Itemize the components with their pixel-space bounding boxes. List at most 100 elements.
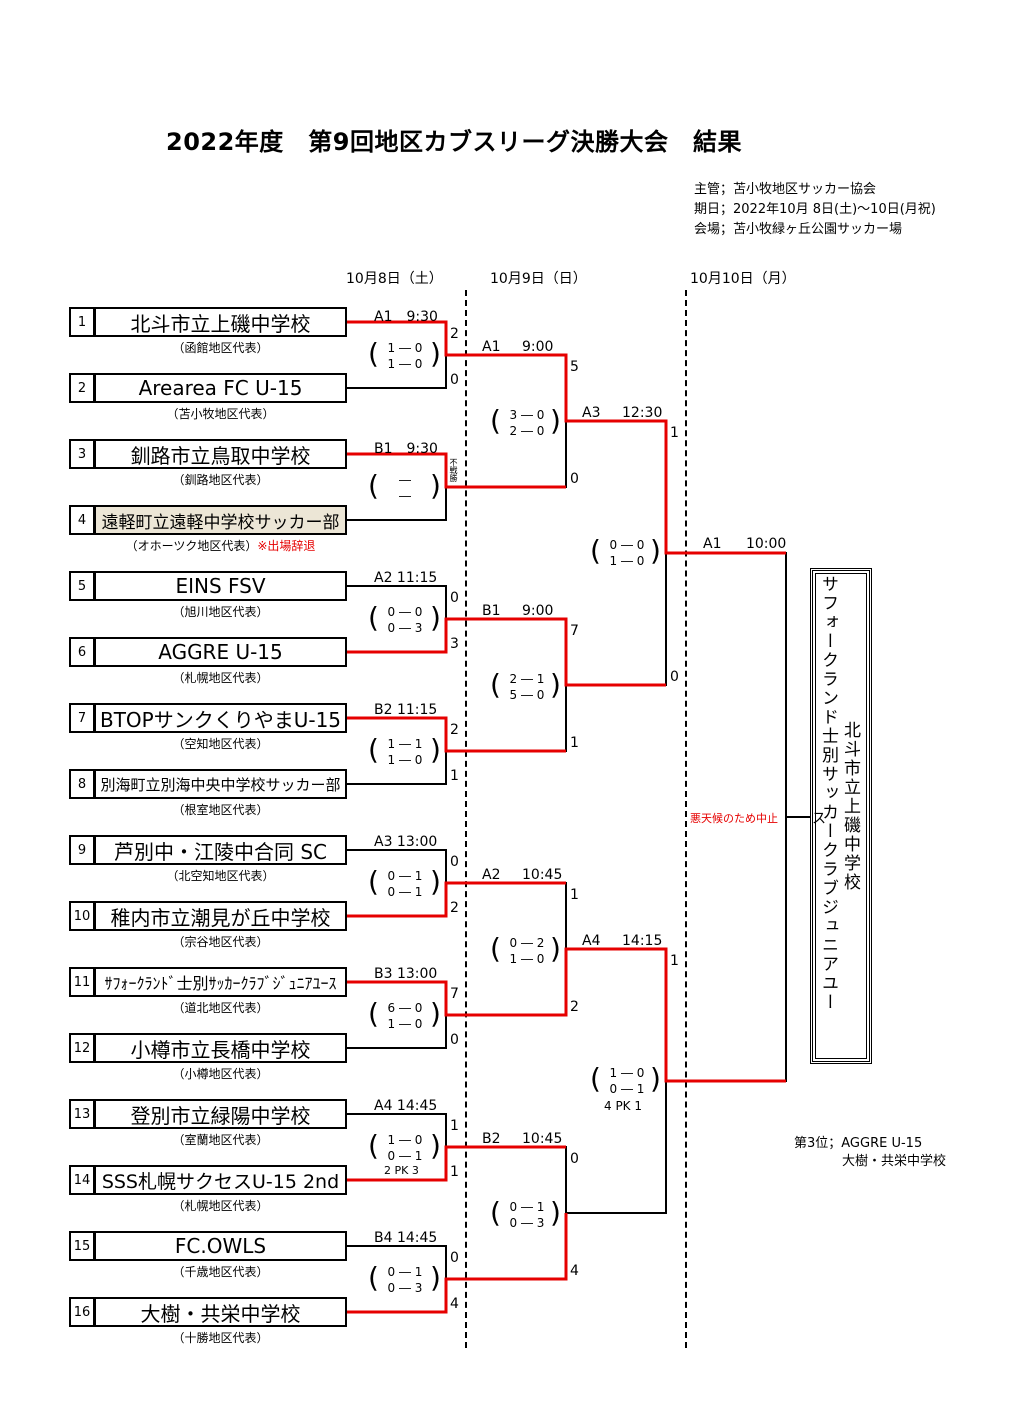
page-title: 2022年度 第9回地区カブスリーグ決勝大会 結果 [166, 128, 742, 156]
team-region: （札幌地区代表） [172, 671, 269, 685]
team-name-text: 北斗市立上磯中学校 [130, 311, 311, 336]
r1-pk: 2 PK 3 [384, 1164, 419, 1177]
r1-match-label: B2 11:15 [374, 702, 438, 718]
paren-close: ) [430, 1129, 441, 1162]
team-number: 11 [69, 967, 95, 997]
team-name: 稚内市立潮見が丘中学校 [94, 901, 347, 931]
team-name: AGGRE U-15 [94, 637, 347, 667]
team-number: 9 [69, 835, 95, 865]
paren-close: ) [550, 404, 561, 437]
r1-half-scores: ―― [399, 473, 411, 503]
team-region: （根室地区代表） [172, 803, 269, 817]
team-name-text: 稚内市立潮見が丘中学校 [110, 905, 331, 930]
paren-close: ) [650, 534, 661, 567]
r1-score-top: 0 [450, 590, 459, 606]
r1-match-label: B1 9:30 [374, 441, 438, 457]
paren-open: ( [368, 1261, 379, 1294]
r2-match-label: A1 [482, 339, 501, 355]
team-name: 登別市立緑陽中学校 [94, 1099, 347, 1129]
team-name-text: 小樽市立長橋中学校 [130, 1037, 311, 1062]
third-place-2: 大樹・共栄中学校 [842, 1154, 947, 1169]
team-region: （小樽地区代表） [172, 1067, 269, 1081]
paren-close: ) [550, 668, 561, 701]
paren-open: ( [590, 1062, 601, 1095]
team-region: （札幌地区代表） [172, 1199, 269, 1213]
r2-match-label: B2 [482, 1131, 501, 1147]
r2-score-bottom: 1 [570, 735, 579, 751]
team-name-text: AGGRE U-15 [158, 640, 283, 664]
r1-match-label: A1 9:30 [374, 309, 438, 325]
paren-open: ( [368, 997, 379, 1030]
withdraw-note: ※出場辞退 [257, 539, 316, 553]
team-region: （宗谷地区代表） [172, 935, 269, 949]
r1-score-top: 0 [450, 854, 459, 870]
team-name-text: FC.OWLS [174, 1234, 267, 1258]
team-number: 2 [69, 373, 95, 403]
paren-close: ) [550, 1196, 561, 1229]
r1-match-label: A2 11:15 [374, 570, 438, 586]
team-number: 8 [69, 769, 95, 799]
third-place: 第3位；AGGRE U-15 [794, 1136, 923, 1151]
sf-match-time: 12:30 [622, 405, 663, 421]
champion-col2: 北斗市立上磯中学校 [840, 721, 860, 892]
sf-score-bottom: 0 [670, 669, 679, 685]
r2-match-label: B1 [482, 603, 501, 619]
team-name: Arearea FC U-15 [94, 373, 347, 403]
team-number: 14 [69, 1165, 95, 1195]
team-name: 北斗市立上磯中学校 [94, 307, 347, 337]
team-region: （室蘭地区代表） [172, 1133, 269, 1147]
team-number: 16 [69, 1297, 95, 1327]
r2-match-label: A2 [482, 867, 501, 883]
team-name-text: 大樹・共栄中学校 [140, 1301, 301, 1326]
team-region: （函館地区代表） [172, 341, 269, 355]
final-cancel-note: 悪天候のため中止 [690, 812, 778, 825]
team-number: 15 [69, 1231, 95, 1261]
paren-open: ( [368, 601, 379, 634]
r1-score-bottom: 2 [450, 900, 459, 916]
champions-box: サフォークランド士別サッカークラブジュニアユー 北斗市立上磯中学校 [810, 568, 872, 1064]
paren-close: ) [430, 1261, 441, 1294]
team-name: 小樽市立長橋中学校 [94, 1033, 347, 1063]
team-name: 別海町立別海中央中学校サッカー部 [94, 769, 347, 799]
paren-open: ( [368, 733, 379, 766]
team-name: 大樹・共栄中学校 [94, 1297, 347, 1327]
r1-match-label: A3 13:00 [374, 834, 438, 850]
team-name: FC.OWLS [94, 1231, 347, 1261]
sf-match-label: A4 [582, 933, 601, 949]
r1-match-label: B4 14:45 [374, 1230, 438, 1246]
team-name-text: 登別市立緑陽中学校 [130, 1103, 311, 1128]
r1-score-top: 7 [450, 986, 459, 1002]
paren-open: ( [490, 404, 501, 437]
paren-close: ) [550, 932, 561, 965]
paren-close: ) [430, 337, 441, 370]
r2-match-time: 10:45 [522, 867, 563, 883]
team-name-text: ｻﾌｫｰｸﾗﾝﾄﾞ士別ｻｯｶｰｸﾗﾌﾞｼﾞｭﾆｱﾕｰｽ [104, 974, 337, 993]
team-name-text: 芦別中・江陵中合同 SC [113, 839, 328, 864]
paren-open: ( [368, 1129, 379, 1162]
sf-score-top: 1 [670, 425, 679, 441]
walkover-note: 不戦勝 [449, 458, 458, 482]
team-number: 5 [69, 571, 95, 601]
champion-col1: サフォークランド士別サッカークラブジュニアユー [818, 575, 838, 1012]
team-number: 13 [69, 1099, 95, 1129]
team-number: 1 [69, 307, 95, 337]
r1-match-label: B3 13:00 [374, 966, 438, 982]
team-region: （旭川地区代表） [172, 605, 269, 619]
organizer: 主管；苫小牧地区サッカー協会 [694, 182, 877, 197]
r1-score-bottom: 0 [450, 372, 459, 388]
r1-score-top: 2 [450, 326, 459, 342]
paren-close: ) [430, 733, 441, 766]
final-mark: ス [812, 811, 826, 827]
r1-score-top: 2 [450, 722, 459, 738]
paren-close: ) [650, 1062, 661, 1095]
sf-match-time: 14:15 [622, 933, 663, 949]
r1-score-top: 1 [450, 1118, 459, 1134]
